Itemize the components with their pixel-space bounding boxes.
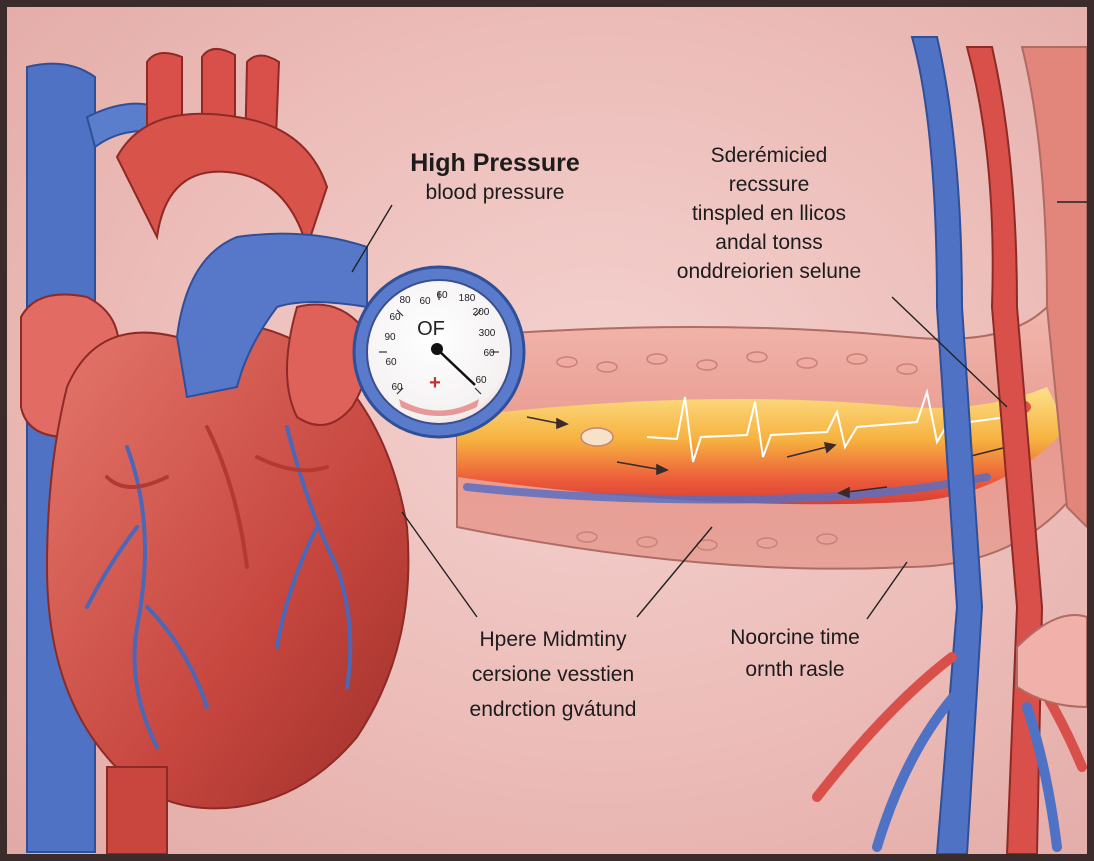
gauge-tick: 80 [399,295,411,306]
aortic-arch [117,114,327,247]
gauge-plus: + [429,372,441,394]
gauge-tick: 300 [479,328,496,339]
label-bottom-center-line: cersione vesstien [443,657,663,692]
label-top-right: Sderémicied recssure tinspled en llicos … [659,141,879,286]
gauge-tick: 60 [391,382,403,393]
gauge-tick: 180 [459,293,476,304]
label-top-right-line: Sderémicied [659,141,879,170]
gauge-tick: 60 [419,296,431,307]
descending-vessel [107,767,167,854]
pressure-gauge: OF 60 60 180 80 60 90 60 60 200 300 60 6… [354,267,524,437]
label-bottom-center-line: Hpere Midmtiny [443,622,663,657]
gauge-tick: 60 [483,348,495,359]
gauge-tick: 60 [475,375,487,386]
gauge-tick: 60 [389,312,401,323]
label-top-right-line: recssure [659,170,879,199]
high-pressure-title: High Pressure [389,149,601,178]
gauge-tick: 60 [436,290,448,301]
gauge-center-text: OF [417,318,445,340]
blood-cell [581,428,613,446]
gauge-pivot [431,343,443,355]
gauge-tick: 60 [385,357,397,368]
label-bottom-right-line: ornth rasle [705,654,885,686]
high-pressure-subtitle: blood pressure [389,178,601,207]
label-bottom-right-line: Noorcine time [705,622,885,654]
label-bottom-center-line: endrction gvátund [443,692,663,727]
label-top-right-line: andal tonss [659,228,879,257]
label-bottom-center: Hpere Midmtiny cersione vesstien endrcti… [443,622,663,727]
gauge-tick: 200 [473,307,490,318]
label-bottom-right: Noorcine time ornth rasle [705,622,885,686]
label-top-right-line: onddreiorien selune [659,257,879,286]
label-high-pressure: High Pressure blood pressure [389,149,601,207]
gauge-tick: 90 [384,332,396,343]
label-top-right-line: tinspled en llicos [659,199,879,228]
